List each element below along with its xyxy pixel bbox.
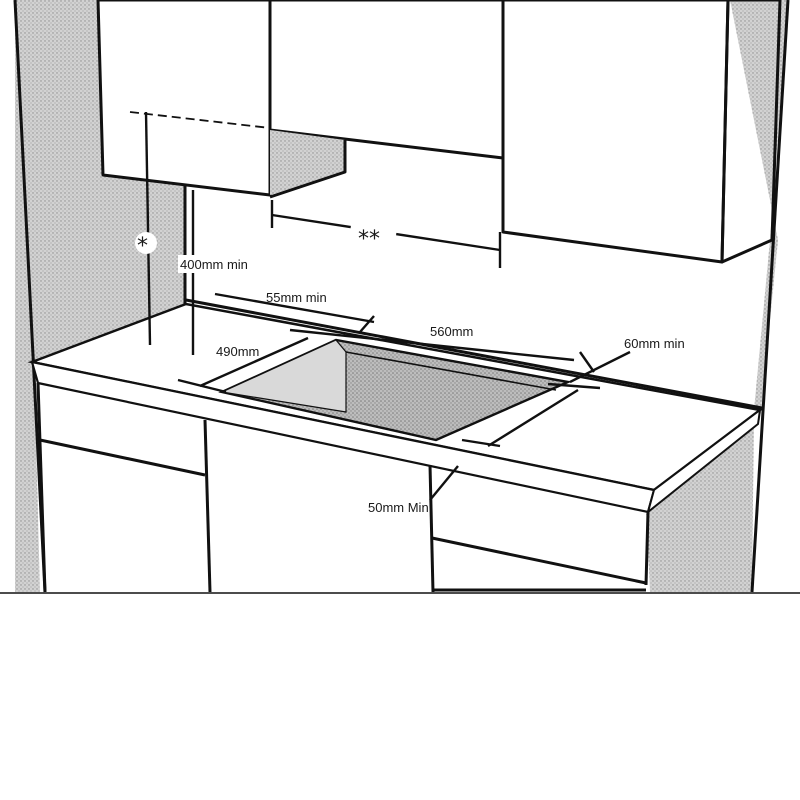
height-marker-circle: [135, 232, 157, 254]
cabinet-soffit: [270, 130, 345, 195]
left-wall: [15, 0, 185, 592]
front-clearance-label: 50mm Min: [368, 500, 429, 515]
height-min-label: 400mm min: [180, 257, 248, 272]
worktop-end: [646, 407, 762, 515]
right-wall: [646, 0, 788, 592]
upper-cabinet-right: [501, 0, 730, 264]
cutout-width-label: 560mm: [430, 324, 473, 339]
height-marker-label: *: [137, 234, 148, 259]
upper-cabinet-middle: [268, 0, 505, 160]
upper-cabinet-left: [96, 0, 272, 197]
cutout-inner-wall: [219, 339, 347, 413]
rear-clearance-label: 55mm min: [266, 290, 327, 305]
cabinet-gap-label: **: [358, 227, 380, 252]
cutout-depth-label: 490mm: [216, 344, 259, 359]
side-clearance-label: 60mm min: [624, 336, 685, 351]
